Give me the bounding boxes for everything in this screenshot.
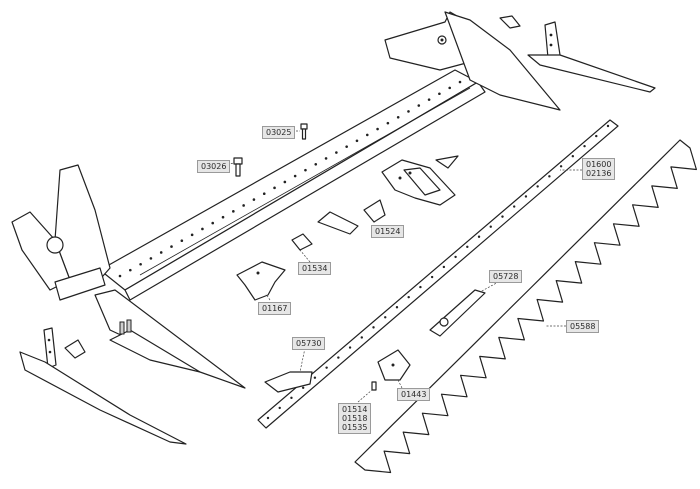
small-left-bracket	[64, 339, 86, 359]
label-01514-01518-01535: 01514 01518 01535	[338, 403, 372, 434]
wear-plate	[363, 199, 386, 223]
label-01524: 01524	[371, 225, 405, 238]
knife-back-bar-holes	[266, 124, 610, 420]
left-divider-point	[94, 289, 246, 389]
label-05588: 05588	[566, 320, 600, 333]
label-03025: 03025	[262, 126, 296, 139]
right-divider-skid	[527, 21, 656, 93]
drive-rod	[429, 289, 486, 337]
label-01443: 01443	[397, 388, 431, 401]
knife-head	[236, 261, 286, 301]
bolt-03025	[300, 123, 308, 140]
knife-back-bar	[257, 119, 619, 429]
label-05730: 05730	[292, 337, 326, 350]
frame-hole-row	[118, 80, 462, 278]
left-skid	[19, 327, 187, 445]
label-01600-02136: 01600 02136	[582, 158, 616, 180]
small-clip	[499, 15, 521, 29]
hold-down-part	[291, 233, 313, 251]
small-bolt	[371, 381, 377, 391]
connector-plate	[377, 349, 411, 381]
label-01534: 01534	[298, 262, 332, 275]
label-05728: 05728	[489, 270, 523, 283]
bolt-03026	[233, 157, 243, 177]
label-01167: 01167	[258, 302, 292, 315]
cutter-bar-frame	[99, 69, 486, 301]
hold-down-clip	[435, 155, 459, 169]
left-end-bracket	[11, 164, 111, 301]
pitman-connector	[264, 371, 313, 393]
knife-clip	[317, 211, 359, 235]
knife-guard	[381, 159, 456, 206]
knife-sections	[354, 139, 698, 474]
right-end-bracket	[384, 11, 561, 111]
label-03026: 03026	[197, 160, 231, 173]
